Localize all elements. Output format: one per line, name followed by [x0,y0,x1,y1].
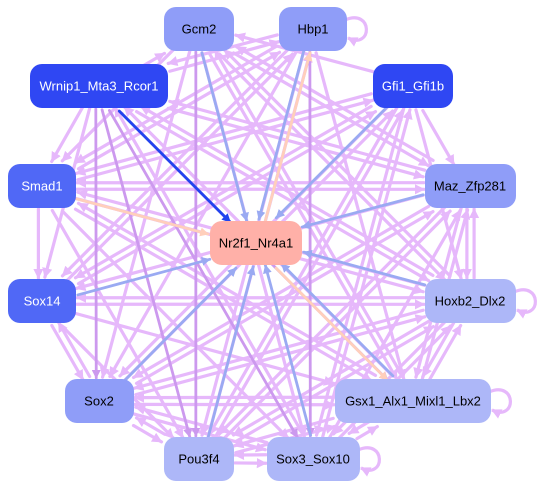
node-pou3f4-box [164,437,234,481]
edge-smad1-to-nr2f1 [74,197,210,237]
node-sox14-box [8,279,76,323]
edge-wrnip1-to-pou3f4 [100,108,192,439]
edge-gsx1-to-hoxb2 [428,323,463,382]
node-gsx1[interactable]: Gsx1_Alx1_Mixl1_Lbx2 [335,379,491,423]
edge-pou3f4-to-hoxb2 [234,324,435,443]
edge-hbp1-to-gsx1 [314,51,407,381]
edge-sox3-to-sox2 [134,404,269,445]
edge-pou3f4-to-maz [222,209,452,440]
node-sox14[interactable]: Sox14 [8,279,76,323]
node-hoxb2-label: Hoxb2_Dlx2 [435,294,506,309]
edge-gsx1-to-sox3 [347,419,372,436]
node-gcm2-box [164,7,234,51]
edge-hbp1-to-sox2 [108,48,299,379]
node-sox14-label: Sox14 [24,294,61,309]
node-smad1[interactable]: Smad1 [8,164,76,208]
node-sox2[interactable]: Sox2 [65,379,134,423]
edge-maz-to-nr2f1 [300,193,425,230]
node-pou3f4-label: Pou3f4 [178,452,219,467]
edge-hbp1-to-sox14 [60,48,290,278]
edge-maz-to-wrnip1 [168,98,427,172]
self-loop-hoxb2 [513,288,537,319]
node-smad1-box [8,164,76,208]
node-maz-label: Maz_Zfp281 [434,179,506,194]
edge-wrnip1-to-hoxb2 [135,109,431,283]
edge-gfi1-to-sox14 [73,104,373,280]
edge-gsx1-to-pou3f4 [232,416,335,449]
edge-maz-to-sox2 [131,204,431,380]
node-hbp1[interactable]: Hbp1 [279,7,347,51]
edge-sox2-to-maz [134,209,435,385]
edge-nr2f1-to-hbp1 [263,51,313,223]
node-pou3f4[interactable]: Pou3f4 [164,437,234,481]
node-gfi1[interactable]: Gfi1_Gfi1b [373,64,453,108]
node-hbp1-label: Hbp1 [297,22,328,37]
edge-gsx1-to-nr2f1 [280,262,395,378]
edge-wrnip1-to-maz [166,106,425,180]
node-sox3-box [267,437,360,481]
edge-hoxb2-to-gcm2 [222,48,452,278]
edge-sox2-to-sox14 [57,320,92,379]
edge-sox14-to-hbp1 [65,52,295,282]
edge-gsx1-to-smad1 [76,201,378,378]
node-layer: Gcm2 Hbp1 Wrnip1_Mta3_Rcor1 Gfi1_Gfi1b S… [8,7,516,481]
node-sox3[interactable]: Sox3_Sox10 [267,437,360,481]
edge-gcm2-to-nr2f1 [200,51,249,223]
node-gfi1-label: Gfi1_Gfi1b [382,79,444,94]
edge-sox3-to-nr2f1 [263,263,313,437]
node-gsx1-label: Gsx1_Alx1_Mixl1_Lbx2 [345,394,481,409]
node-sox2-label: Sox2 [84,394,114,409]
node-nr2f1[interactable]: Nr2f1_Nr4a1 [210,221,302,265]
node-sox2-box [65,379,134,423]
node-wrnip1-box [30,64,168,108]
edge-sox2-to-nr2f1 [123,266,238,382]
node-gcm2-label: Gcm2 [182,22,217,37]
node-hoxb2[interactable]: Hoxb2_Dlx2 [425,279,516,323]
edge-sox3-to-gfi1 [321,108,413,439]
node-nr2f1-label: Nr2f1_Nr4a1 [219,236,293,251]
node-nr2f1-box [210,221,302,265]
edge-gfi1-to-maz [421,108,456,167]
edge-wrnip1-to-gcm2 [141,51,167,68]
edge-hoxb2-to-nr2f1 [302,249,427,287]
node-hoxb2-box [425,279,516,323]
node-hbp1-box [279,7,347,51]
node-sox3-label: Sox3_Sox10 [276,452,350,467]
self-loop-sox3 [357,446,381,477]
node-gsx1-box [335,379,491,423]
edge-pou3f4-to-sox2 [134,416,167,436]
edge-hbp1-to-nr2f1 [256,49,306,221]
node-gfi1-box [373,64,453,108]
edge-maz-to-gcm2 [234,45,435,163]
edge-pou3f4-to-nr2f1 [206,265,256,439]
node-smad1-label: Smad1 [21,179,62,194]
self-loop-gsx1 [488,388,512,419]
edge-hoxb2-to-sox2 [132,308,425,391]
edge-wrnip1-to-nr2f1 [117,109,232,224]
edge-sox2-to-pou3f4 [131,423,164,444]
node-maz[interactable]: Maz_Zfp281 [425,164,516,208]
node-maz-box [425,164,516,208]
edge-hoxb2-to-wrnip1 [139,104,435,278]
edge-wrnip1-to-sox3 [108,109,299,439]
node-wrnip1-label: Wrnip1_Mta3_Rcor1 [40,79,159,94]
edge-wrnip1-to-smad1 [50,105,85,164]
edge-sox14-to-sox2 [50,323,85,382]
edge-gfi1-to-nr2f1 [274,105,389,220]
edge-sox14-to-gfi1 [76,109,378,286]
edge-nr2f1-to-gsx1 [274,266,389,382]
edge-gfi1-to-pou3f4 [207,105,399,437]
edge-sox14-to-nr2f1 [76,257,212,297]
self-loop-hbp1 [344,16,368,47]
node-gcm2[interactable]: Gcm2 [164,7,234,51]
edge-sox3-to-gsx1 [355,424,379,441]
node-wrnip1[interactable]: Wrnip1_Mta3_Rcor1 [30,64,168,108]
